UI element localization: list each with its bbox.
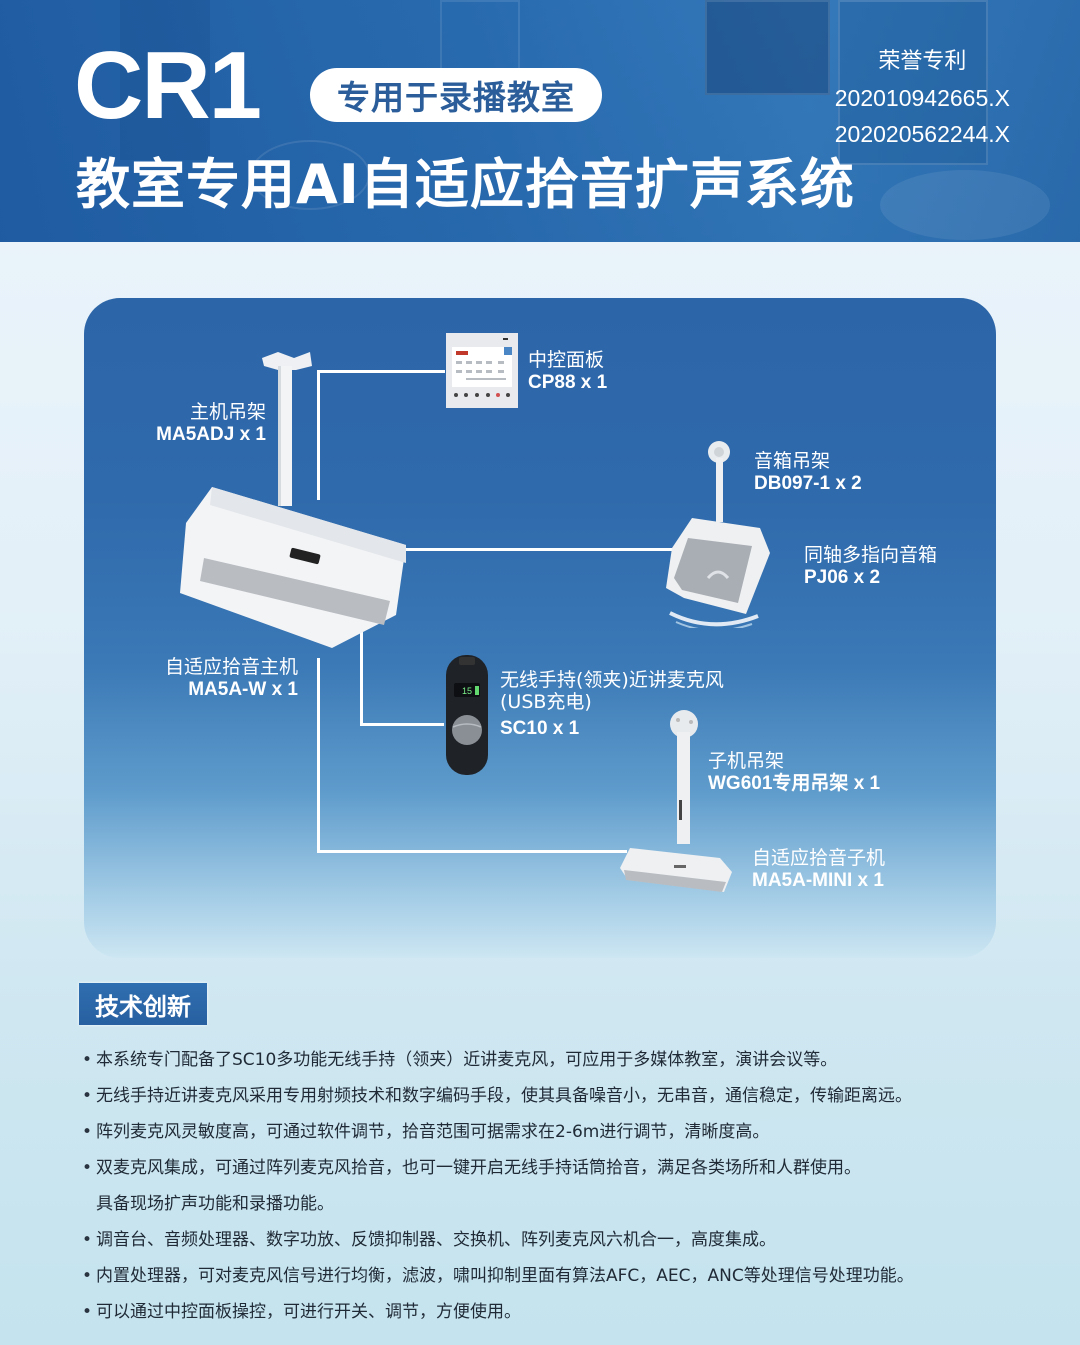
feature-text: 可以通过中控面板操控，可进行开关、调节，方便使用。 xyxy=(96,1302,521,1322)
connector-line xyxy=(317,370,445,373)
item-model: MA5A-W x 1 xyxy=(188,678,298,700)
background-desk xyxy=(880,170,1050,240)
label-speaker: 同轴多指向音箱 PJ06 x 2 xyxy=(804,544,938,589)
label-wireless-mic: 无线手持(领夹)近讲麦克风 (USB充电) SC10 x 1 xyxy=(500,669,724,740)
feature-item: 本系统专门配备了SC10多功能无线手持（领夹）近讲麦克风，可应用于多媒体教室，演… xyxy=(80,1042,1020,1078)
speaker-image xyxy=(666,441,770,628)
feature-list: 本系统专门配备了SC10多功能无线手持（领夹）近讲麦克风，可应用于多媒体教室，演… xyxy=(80,1042,1020,1330)
background-screen xyxy=(705,0,830,95)
item-model: CP88 x 1 xyxy=(528,371,608,393)
label-speaker-bracket: 音箱吊架 DB097-1 x 2 xyxy=(754,450,862,495)
item-name: 无线手持(领夹)近讲麦克风 xyxy=(500,669,724,691)
connector-line xyxy=(317,370,320,500)
connector-line xyxy=(360,723,444,726)
connector-line xyxy=(317,658,320,853)
feature-text: 双麦克风集成，可通过阵列麦克风拾音，也可一键开启无线手持话筒拾音，满足各类场所和… xyxy=(96,1158,861,1178)
item-model: WG601专用吊架 x 1 xyxy=(708,772,881,794)
feature-text: 内置处理器，可对麦克风信号进行均衡，滤波，啸叫抑制里面有算法AFC，AEC，AN… xyxy=(96,1266,914,1286)
feature-text: 阵列麦克风灵敏度高，可通过软件调节，拾音范围可据需求在2-6m进行调节，清晰度高… xyxy=(96,1122,770,1142)
patent-info: 荣誉专利 202010942665.X 202020562244.X xyxy=(835,44,1010,152)
item-name: 自适应拾音主机 xyxy=(164,656,298,678)
label-control-panel: 中控面板 CP88 x 1 xyxy=(528,349,608,394)
mic-display-value: 15 xyxy=(462,686,472,696)
sub-unit-image xyxy=(620,710,732,892)
page-title: 教室专用AI自适应拾音扩声系统 xyxy=(76,153,855,216)
feature-text: 本系统专门配备了SC10多功能无线手持（领夹）近讲麦克风，可应用于多媒体教室，演… xyxy=(96,1050,838,1070)
patent-title: 荣誉专利 xyxy=(878,49,967,74)
background-desk xyxy=(250,140,370,210)
item-sub: (USB充电) xyxy=(500,690,592,713)
patent-number: 202020562244.X xyxy=(834,121,1010,147)
item-name: 自适应拾音子机 xyxy=(752,847,886,869)
item-name: 音箱吊架 xyxy=(754,450,831,472)
item-model: MA5ADJ x 1 xyxy=(156,423,266,445)
item-name: 同轴多指向音箱 xyxy=(804,544,938,566)
section-heading: 技术创新 xyxy=(79,983,207,1025)
background-curtain xyxy=(120,0,210,160)
label-sub-bracket: 子机吊架 WG601专用吊架 x 1 xyxy=(708,750,881,795)
background-smartboard xyxy=(838,0,988,165)
label-sub-unit: 自适应拾音子机 MA5A-MINI x 1 xyxy=(752,847,886,892)
feature-item: 阵列麦克风灵敏度高，可通过软件调节，拾音范围可据需求在2-6m进行调节，清晰度高… xyxy=(80,1114,1020,1150)
item-name: 子机吊架 xyxy=(708,750,785,772)
feature-text: 无线手持近讲麦克风采用专用射频技术和数字编码手段，使其具备噪音小，无串音，通信稳… xyxy=(96,1086,912,1106)
feature-item: 无线手持近讲麦克风采用专用射频技术和数字编码手段，使其具备噪音小，无串音，通信稳… xyxy=(80,1078,1020,1114)
item-model: PJ06 x 2 xyxy=(804,566,881,588)
item-model: MA5A-MINI x 1 xyxy=(752,869,884,891)
wireless-mic-image: 15 xyxy=(446,655,488,775)
control-panel-image xyxy=(446,333,518,408)
connector-line xyxy=(402,548,678,551)
main-unit-image xyxy=(180,487,406,648)
feature-item: 调音台、音频处理器、数字功放、反馈抑制器、交换机、阵列麦克风六机合一，高度集成。 xyxy=(80,1222,1020,1258)
item-name: 中控面板 xyxy=(528,349,605,371)
usage-badge: 专用于录播教室 xyxy=(310,68,602,122)
connector-line xyxy=(317,850,627,853)
system-diagram: 15 主机吊架 MA5ADJ x 1 中控面板 CP88 x 1 音箱吊架 DB… xyxy=(84,298,996,958)
feature-item: 可以通过中控面板操控，可进行开关、调节，方便使用。 xyxy=(80,1294,1020,1330)
header-banner: CR1 专用于录播教室 荣誉专利 202010942665.X 20202056… xyxy=(0,0,1080,242)
feature-text: 调音台、音频处理器、数字功放、反馈抑制器、交换机、阵列麦克风六机合一，高度集成。 xyxy=(96,1230,776,1250)
feature-text-continuation: 具备现场扩声功能和录播功能。 xyxy=(96,1194,334,1214)
label-main-bracket: 主机吊架 MA5ADJ x 1 xyxy=(124,401,266,446)
feature-item: 内置处理器，可对麦克风信号进行均衡，滤波，啸叫抑制里面有算法AFC，AEC，AN… xyxy=(80,1258,1020,1294)
connector-line xyxy=(360,628,363,726)
feature-item: 双麦克风集成，可通过阵列麦克风拾音，也可一键开启无线手持话筒拾音，满足各类场所和… xyxy=(80,1150,1020,1222)
item-model: SC10 x 1 xyxy=(500,717,580,739)
main-bracket-image xyxy=(262,352,312,506)
item-model: DB097-1 x 2 xyxy=(754,472,862,494)
label-main-unit: 自适应拾音主机 MA5A-W x 1 xyxy=(134,656,298,701)
patent-number: 202010942665.X xyxy=(834,85,1010,111)
model-name: CR1 xyxy=(74,32,262,139)
item-name: 主机吊架 xyxy=(189,401,266,423)
